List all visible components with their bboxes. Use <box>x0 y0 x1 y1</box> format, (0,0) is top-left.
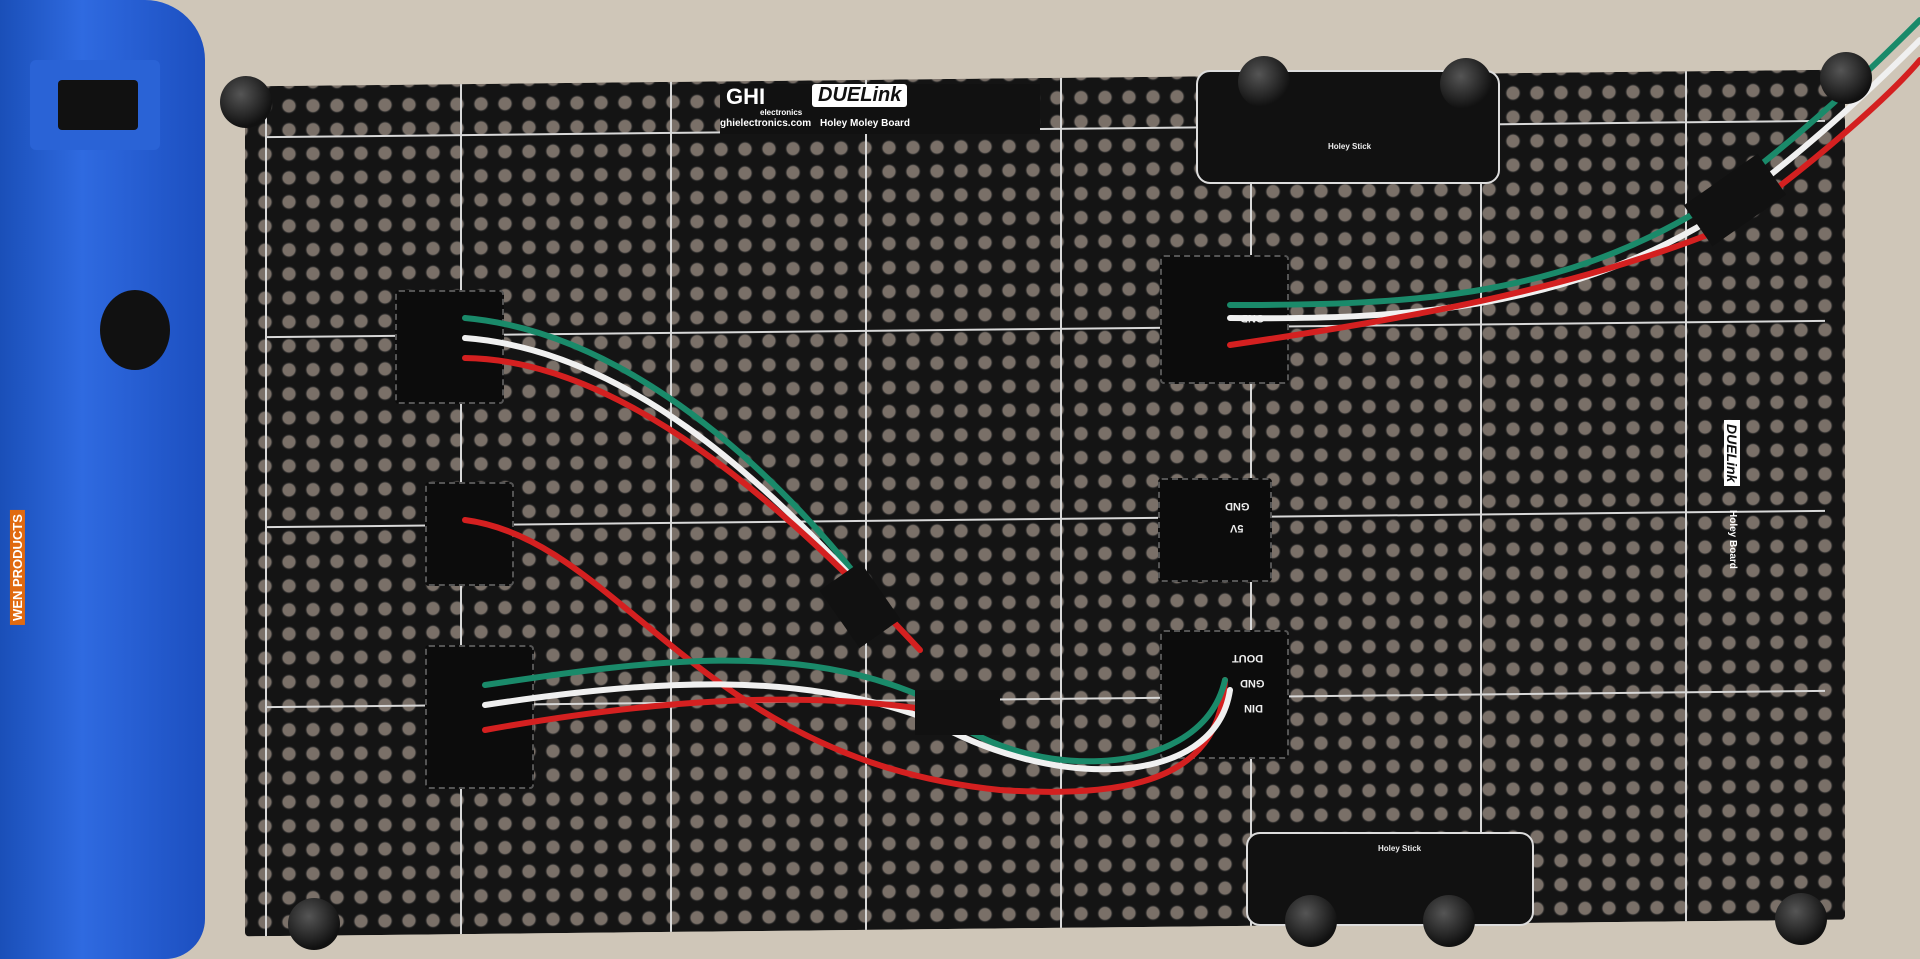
stick-label: Holey Stick <box>1328 142 1372 151</box>
wire-green <box>1227 17 1920 308</box>
board-name: Holey Moley Board <box>820 118 911 129</box>
foot-knob <box>1440 58 1492 110</box>
wire-red <box>1227 57 1920 348</box>
foot-knob <box>288 898 340 950</box>
foot-knob <box>1775 893 1827 945</box>
wire-red <box>482 696 933 733</box>
connector <box>1683 153 1787 247</box>
drill-vent <box>100 290 170 370</box>
rotary-tool: WEN PRODUCTS <box>0 0 205 959</box>
led-module <box>425 645 534 789</box>
ghi-logo: GHI <box>726 84 766 109</box>
website-text: ghielectronics.com <box>720 118 812 129</box>
stick-label: Holey Stick <box>1378 844 1422 853</box>
duelink-logo: DUELink <box>812 84 908 107</box>
led-module <box>425 482 514 586</box>
ghi-logo-sub: electronics <box>760 108 803 117</box>
wire-white <box>462 335 893 623</box>
foot-knob <box>1820 52 1872 104</box>
wire-green <box>462 315 863 583</box>
connector <box>915 690 1000 735</box>
foot-knob <box>1285 895 1337 947</box>
logo-area: GHI electronics ghielectronics.com DUELi… <box>720 84 1040 134</box>
connector <box>819 561 901 649</box>
foot-knob <box>1423 895 1475 947</box>
foot-knob <box>1238 56 1290 108</box>
power-switch <box>30 60 160 150</box>
led-module: GND 5V <box>1158 478 1272 582</box>
wire-red <box>462 517 1228 795</box>
drill-brand: WEN PRODUCTS <box>9 510 25 625</box>
foot-knob <box>220 76 272 128</box>
led-module <box>395 290 504 404</box>
